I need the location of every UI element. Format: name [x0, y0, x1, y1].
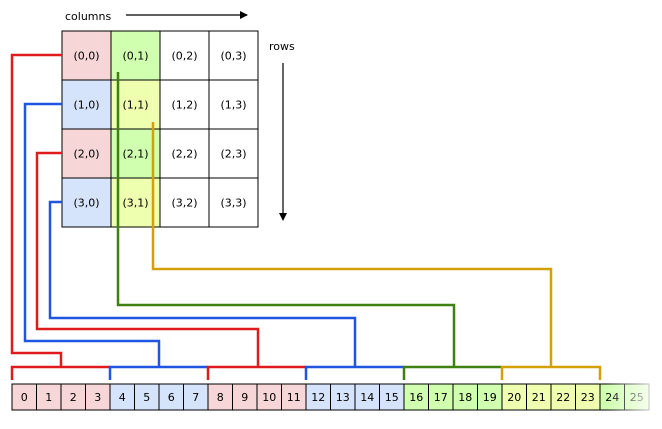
bracket-red-1 [10, 365, 110, 380]
memory-cell [158, 383, 184, 411]
matrix-cell [110, 30, 161, 81]
memory-cell [36, 383, 62, 411]
matrix-cell-label: (0,2) [171, 50, 197, 63]
memory-cell-label: 2 [70, 391, 77, 404]
memory-cell-label: 19 [483, 391, 497, 404]
matrix-grid: (0,0) (0,1) (0,2) (0,3) (1,0) (1,1) (1,2) (1,3)… [61, 30, 259, 228]
matrix-cell [208, 30, 259, 81]
memory-cell-label: 11 [287, 391, 301, 404]
memory-strip: 0123456789101112131415161718192021222324… [11, 383, 650, 411]
memory-fade-overlay [606, 378, 662, 412]
memory-cell [575, 383, 601, 411]
memory-cell-label: 3 [94, 391, 101, 404]
matrix-cell [208, 128, 259, 179]
memory-cell [452, 383, 478, 411]
bracket-yellow [500, 365, 602, 380]
memory-cell-label: 16 [409, 391, 423, 404]
rows-label: rows [269, 40, 295, 53]
bracket-blue-2 [304, 365, 404, 380]
memory-cell-label: 22 [556, 391, 570, 404]
memory-cell [256, 383, 282, 411]
memory-cell-label: 9 [241, 391, 248, 404]
matrix-cell [159, 128, 210, 179]
memory-cell-label: 12 [311, 391, 325, 404]
memory-cell-label: 4 [119, 391, 126, 404]
matrix-cell-label: (0,0) [73, 50, 99, 63]
memory-cell-label: 5 [143, 391, 150, 404]
red-connector-row0 [10, 53, 63, 366]
memory-cell-label: 17 [434, 391, 448, 404]
memory-cell [85, 383, 111, 411]
memory-cell [330, 383, 356, 411]
connector-lines [10, 53, 553, 366]
matrix-cell-label: (1,2) [171, 99, 197, 112]
memory-cell [550, 383, 576, 411]
memory-cell-label: 13 [336, 391, 350, 404]
memory-cell-label: 18 [458, 391, 472, 404]
memory-cell-label: 14 [360, 391, 374, 404]
memory-cell-label: 1 [45, 391, 52, 404]
matrix-cell-label: (3,0) [73, 197, 99, 210]
memory-cell [354, 383, 380, 411]
memory-cell-label: 10 [262, 391, 276, 404]
memory-cell [60, 383, 86, 411]
matrix-cell-label: (2,3) [220, 148, 246, 161]
matrix-cell-label: (1,1) [122, 99, 148, 112]
matrix-cell [159, 177, 210, 228]
matrix-cell-label: (1,3) [220, 99, 246, 112]
memory-cell [526, 383, 552, 411]
memory-cell-label: 15 [385, 391, 399, 404]
matrix-cell-label: (0,1) [122, 50, 148, 63]
bracket-blue-1 [108, 365, 208, 380]
matrix-cell-label: (0,3) [220, 50, 246, 63]
memory-cell [232, 383, 258, 411]
memory-cell [207, 383, 233, 411]
matrix-cell-label: (2,0) [73, 148, 99, 161]
green-connector-col1 [116, 72, 456, 366]
matrix-cell-label: (3,1) [122, 197, 148, 210]
matrix-cell-label: (2,1) [122, 148, 148, 161]
memory-cell [379, 383, 405, 411]
memory-cell [403, 383, 429, 411]
memory-cell [11, 383, 37, 411]
blue-connector-row3 [48, 200, 357, 366]
memory-cell-label: 8 [217, 391, 224, 404]
matrix-cell-label: (2,2) [171, 148, 197, 161]
memory-cell-label: 7 [192, 391, 199, 404]
memory-cell [134, 383, 160, 411]
matrix-cell-label: (3,3) [220, 197, 246, 210]
memory-cell-label: 23 [581, 391, 595, 404]
memory-cell [501, 383, 527, 411]
memory-cell [305, 383, 331, 411]
memory-brackets [10, 365, 602, 380]
columns-label: columns [65, 10, 111, 23]
bracket-green [402, 365, 502, 380]
red-connector-row2 [35, 151, 260, 366]
memory-cell-label: 0 [21, 391, 28, 404]
matrix-cell-label: (1,0) [73, 99, 99, 112]
blue-connector-row1 [23, 102, 161, 366]
memory-cell-label: 21 [532, 391, 546, 404]
memory-cell [183, 383, 209, 411]
memory-cell-label: 6 [168, 391, 175, 404]
bracket-red-2 [206, 365, 306, 380]
matrix-cell-label: (3,2) [171, 197, 197, 210]
matrix-cell [208, 177, 259, 228]
yellow-connector-col1 [151, 122, 553, 366]
memory-cell-label: 20 [507, 391, 521, 404]
matrix-cell [159, 79, 210, 130]
matrix-cell [159, 30, 210, 81]
